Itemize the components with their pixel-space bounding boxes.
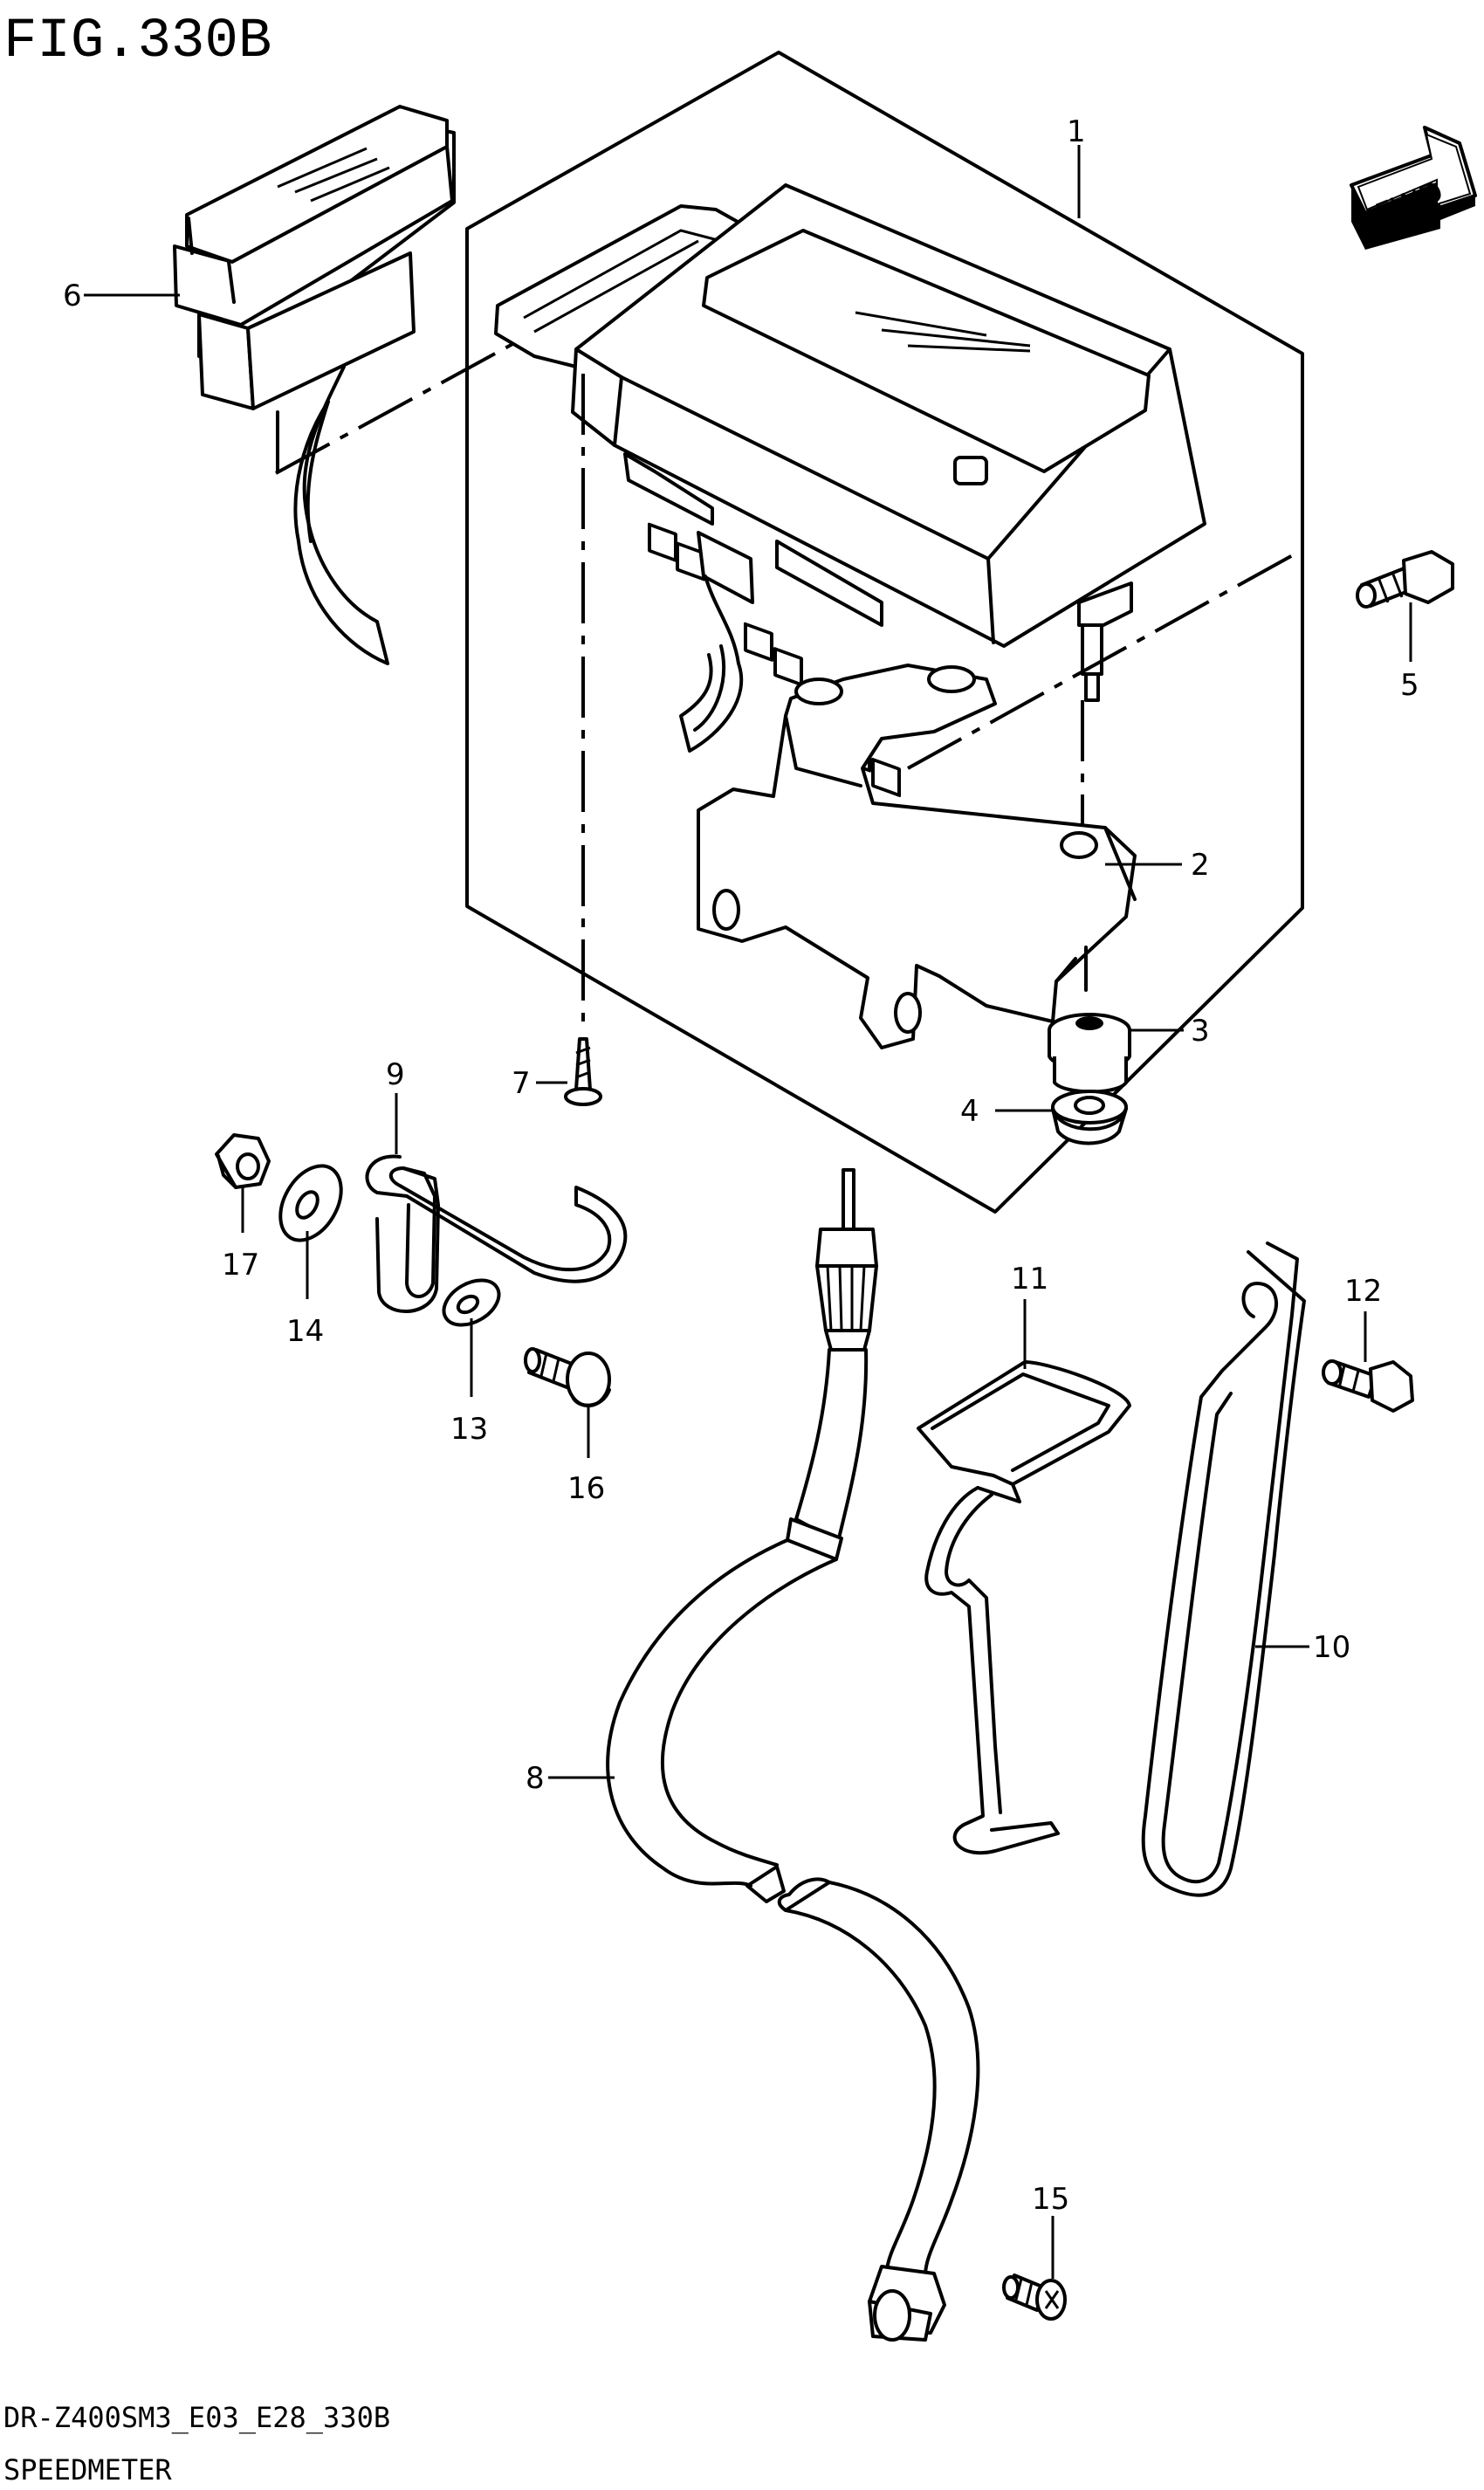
- part-13-washer: [442, 1278, 501, 1327]
- part-1-meter: [494, 183, 1206, 838]
- part-17-nut: [215, 1133, 271, 1189]
- part-14-washer: [278, 1164, 343, 1242]
- part-6-cap: [173, 105, 603, 665]
- part-15-screw: [1002, 2273, 1067, 2321]
- callout-12: 12: [1344, 1274, 1382, 1309]
- assembly-outline: [465, 51, 1304, 1214]
- callout-4: 4: [960, 1094, 979, 1129]
- callout-8: 8: [526, 1761, 545, 1796]
- fwd-arrow-icon: FWD: [1350, 126, 1477, 250]
- part-2-bracket: [697, 550, 1300, 1049]
- part-10-clamp: [1141, 1242, 1306, 1897]
- callout-6: 6: [63, 279, 82, 313]
- callout-2: 2: [1191, 848, 1210, 883]
- section-name: SPEEDMETER: [3, 2453, 172, 2487]
- part-8-cable: [606, 1168, 980, 2342]
- callout-7: 7: [512, 1066, 531, 1101]
- callouts: 1 2 3 4 5 6 7 8 9 10 11 12 13 14 15 16 1: [63, 114, 1419, 2279]
- part-16-bolt: [524, 1347, 611, 1407]
- callout-16: 16: [567, 1471, 605, 1506]
- part-11-clamp: [917, 1360, 1131, 1855]
- part-5-bolt: [1356, 550, 1454, 609]
- part-12-bolt: [1322, 1359, 1414, 1413]
- callout-15: 15: [1032, 2182, 1069, 2217]
- callout-11: 11: [1011, 1262, 1048, 1297]
- callout-14: 14: [286, 1314, 324, 1349]
- callout-5: 5: [1400, 668, 1419, 703]
- figure-title: FIG.330B: [3, 10, 271, 73]
- callout-9: 9: [386, 1057, 405, 1092]
- part-3-cushion: [1048, 1013, 1131, 1094]
- callout-17: 17: [222, 1248, 259, 1283]
- model-code: DR-Z400SM3_E03_E28_330B: [3, 2401, 390, 2434]
- part-4-collar: [1051, 1090, 1128, 1145]
- part-9-clamp: [365, 1154, 628, 1313]
- part-7-screw: [564, 374, 602, 1106]
- callout-13: 13: [450, 1412, 488, 1447]
- callout-1: 1: [1067, 114, 1086, 149]
- callout-3: 3: [1191, 1014, 1210, 1049]
- callout-10: 10: [1313, 1630, 1350, 1665]
